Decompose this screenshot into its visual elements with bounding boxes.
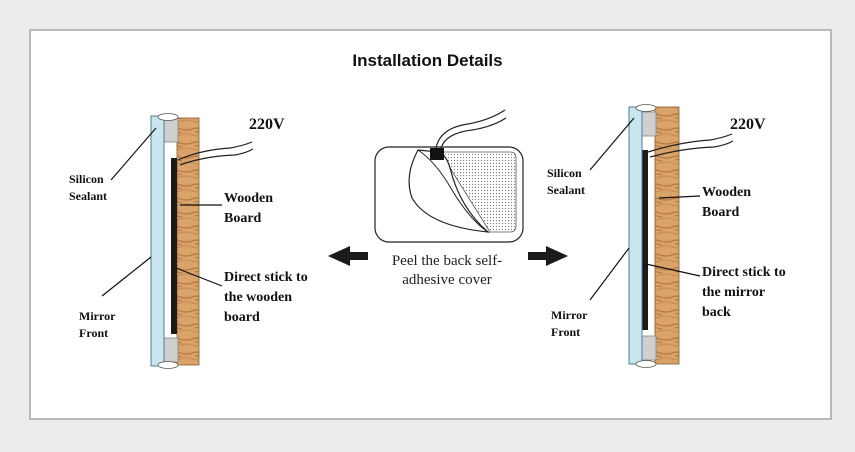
right-mirror-front-label: Mirror Front [551, 308, 588, 339]
pad-terminal [430, 148, 444, 160]
pad-dotted-backing [439, 151, 517, 233]
arrow-right-icon [528, 246, 568, 266]
center-heating-pad [374, 109, 524, 243]
right-heating-film [642, 150, 648, 330]
right-sealant-bottom [641, 335, 657, 361]
left-silicon-sealant-label: Silicon Sealant [69, 172, 108, 203]
peel-caption: Peel the back self- adhesive cover [391, 253, 503, 288]
left-wooden-board-label: Wooden Board [224, 191, 274, 226]
left-power-cable [177, 141, 253, 161]
right-direct-stick-label: Direct stick to the mirror back [702, 265, 786, 320]
left-voltage-label: 220V [249, 116, 285, 133]
left-wooden-board [176, 117, 200, 366]
left-sealant-top [163, 117, 179, 143]
right-silicon-sealant-label: Silicon Sealant [547, 166, 586, 197]
left-heating-film [171, 158, 177, 334]
right-mirror-cap-bottom [635, 360, 657, 368]
right-power-cable [647, 133, 733, 153]
left-assembly [101, 113, 254, 369]
right-wooden-board [654, 106, 680, 365]
left-mirror-cap-bottom [157, 361, 179, 369]
right-wooden-board-label: Wooden Board [702, 185, 752, 220]
diagram-title: Installation Details [352, 51, 503, 70]
left-sealant-bottom [163, 337, 179, 363]
right-sealant-top [641, 111, 657, 137]
left-direct-stick-label: Direct stick to the wooden board [224, 270, 308, 325]
right-mirror [628, 106, 643, 365]
right-mirror-cap-top [635, 104, 657, 112]
arrow-left-icon [328, 246, 368, 266]
left-mirror-front-label: Mirror Front [79, 309, 116, 340]
left-mirror-cap-top [157, 113, 179, 121]
pad-cable [435, 109, 506, 149]
left-mirror [150, 115, 165, 367]
right-voltage-label: 220V [730, 116, 766, 133]
right-assembly [589, 104, 734, 368]
